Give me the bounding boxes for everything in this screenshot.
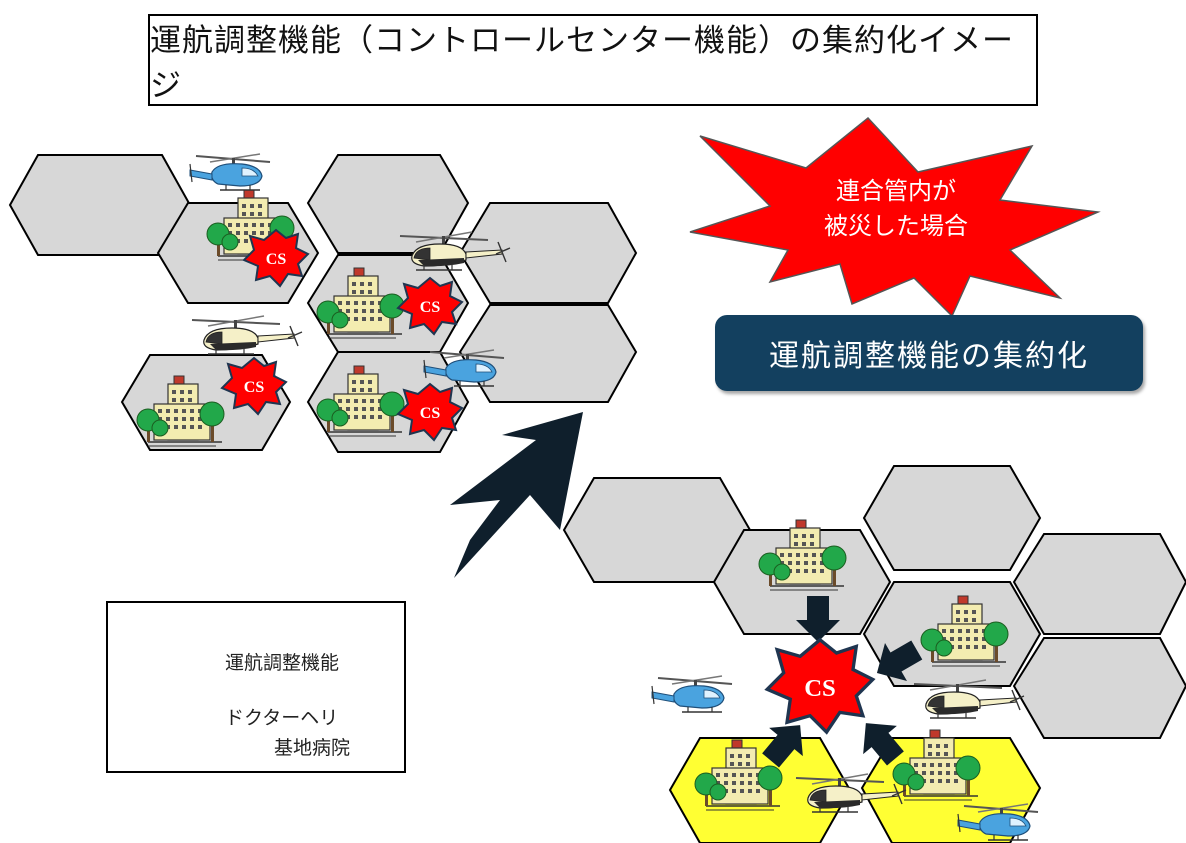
cs-icon: CS — [397, 277, 463, 335]
disaster-burst: 連合管内が 被災した場合 — [689, 116, 1101, 318]
burst-line-2: 被災した場合 — [824, 212, 968, 240]
helicopter-icon — [651, 675, 733, 713]
legend-cs-label: 運航調整機能 — [225, 652, 340, 674]
svg-text:CS: CS — [266, 251, 287, 268]
cs-central-icon: CS — [765, 638, 875, 734]
legend-hospital-label-line1: ドクターヘリ — [225, 707, 339, 729]
right-hex-cluster: CS — [562, 465, 1186, 843]
legend: 運航調整機能 ドクターヘリ 基地病院 — [106, 601, 406, 773]
cs-icon: CS — [221, 357, 287, 415]
burst-line-1: 連合管内が — [836, 177, 956, 205]
hex-cell — [862, 465, 1042, 571]
title-box: 運航調整機能（コントロールセンター機能）の集約化イメージ — [148, 14, 1038, 106]
consolidation-label-text: 運航調整機能の集約化 — [769, 339, 1089, 374]
hex-cell — [1012, 533, 1186, 635]
hex-cell — [1012, 637, 1186, 739]
cs-icon: CS — [243, 229, 309, 287]
hex-cell — [306, 154, 470, 254]
svg-text:CS: CS — [804, 675, 836, 702]
svg-text:CS: CS — [420, 299, 441, 316]
left-hex-cluster: CS CS CS CS — [8, 153, 638, 453]
helicopter-icon — [189, 153, 271, 191]
hex-cell — [458, 304, 638, 403]
hex-cell — [8, 154, 192, 256]
cs-icon: CS — [397, 383, 463, 441]
hex-cell — [458, 202, 638, 304]
svg-text:CS: CS — [420, 405, 441, 422]
transition-arrow — [450, 412, 583, 578]
legend-hospital-label-line2: 基地病院 — [274, 737, 351, 759]
helicopter-icon — [191, 315, 303, 355]
svg-text:CS: CS — [244, 379, 265, 396]
page-title: 運航調整機能（コントロールセンター機能）の集約化イメージ — [150, 23, 1014, 104]
consolidation-label: 運航調整機能の集約化 — [715, 315, 1143, 391]
